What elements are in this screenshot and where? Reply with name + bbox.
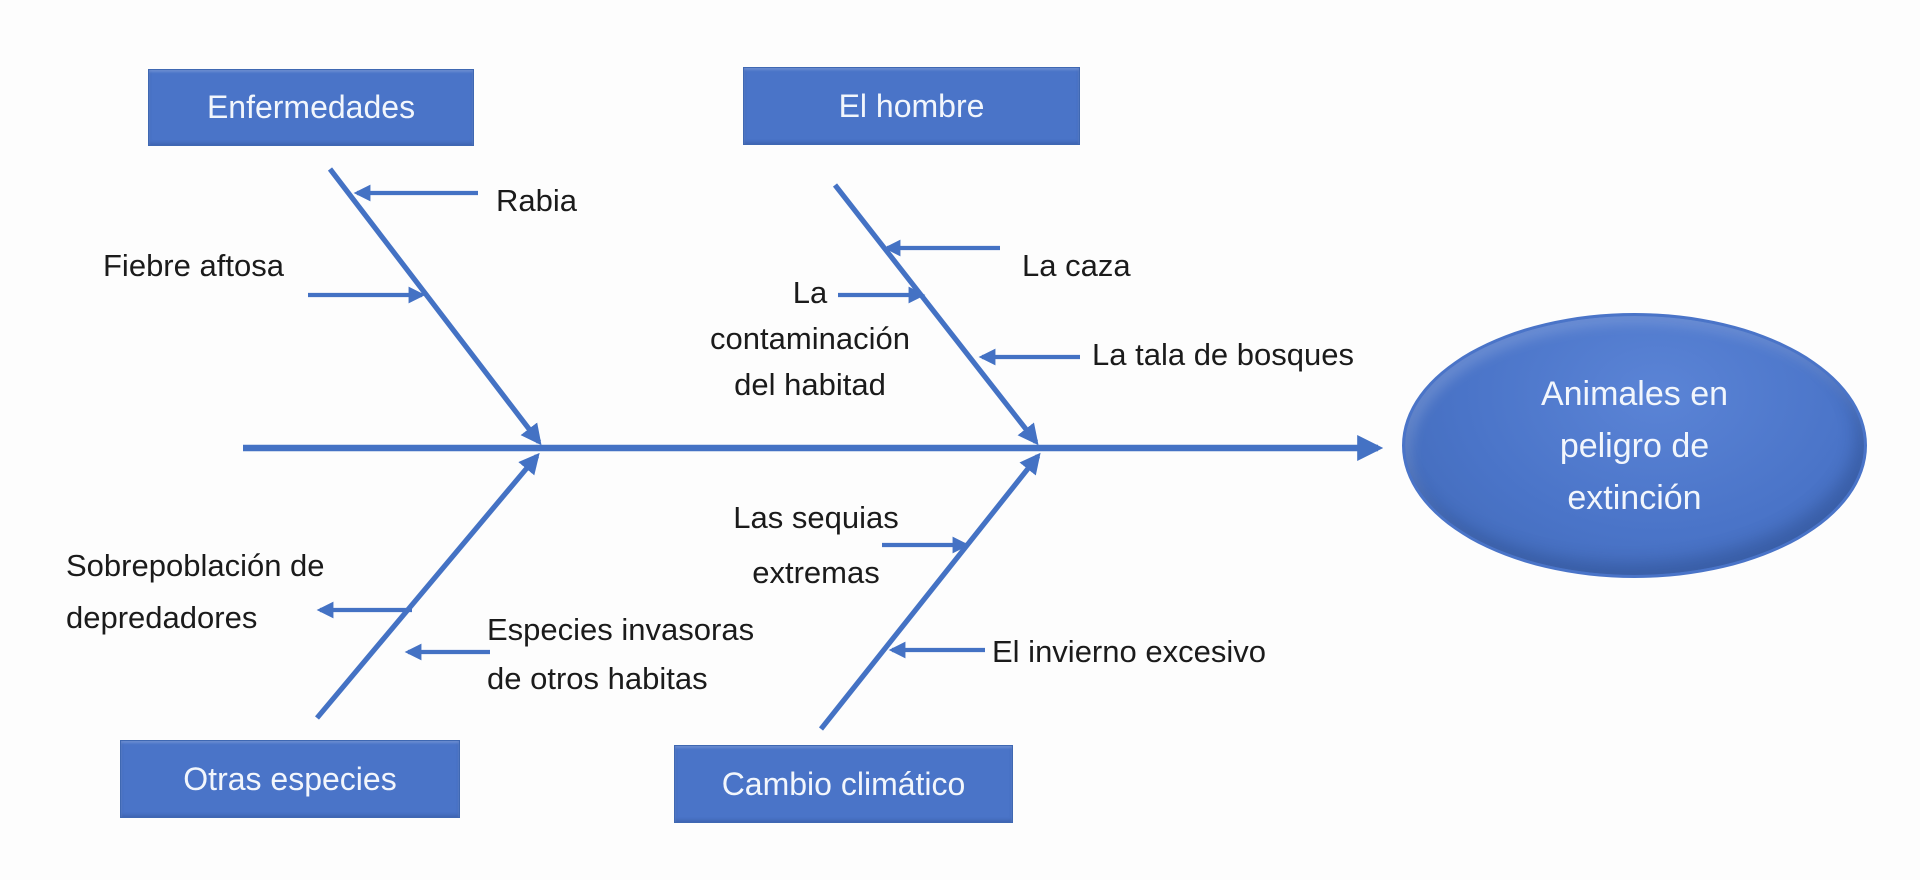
cause-especies-invasoras: Especies invasoras de otros habitas bbox=[487, 612, 755, 696]
category-box-cambio-climatico: Cambio climático bbox=[674, 745, 1013, 823]
cause-fiebre-aftosa: Fiebre aftosa bbox=[103, 248, 284, 283]
effect-ellipse: Animales en peligro de extinción bbox=[1402, 313, 1867, 578]
bone-otras-especies bbox=[315, 452, 540, 720]
cause-la-caza: La caza bbox=[1022, 248, 1131, 283]
effect-label: Animales en peligro de extinción bbox=[1540, 374, 1729, 517]
bone-cambio-climatico bbox=[818, 452, 1041, 731]
category-label-el-hombre: El hombre bbox=[838, 87, 985, 124]
bone-enfermedades bbox=[327, 167, 542, 446]
category-box-enfermedades: Enfermedades bbox=[148, 69, 474, 146]
cause-tala-bosques: La tala de bosques bbox=[1092, 337, 1354, 372]
category-label-enfermedades: Enfermedades bbox=[206, 89, 416, 125]
cause-sobrepoblacion: Sobrepoblación de depredadores bbox=[66, 548, 325, 635]
category-label-cambio-climatico: Cambio climático bbox=[721, 765, 966, 802]
cause-rabia: Rabia bbox=[496, 183, 577, 218]
cause-invierno: El invierno excesivo bbox=[992, 634, 1266, 669]
category-box-otras-especies: Otras especies bbox=[120, 740, 460, 818]
cause-sequias: Las sequias extremas bbox=[733, 500, 899, 590]
bone-el-hombre bbox=[832, 183, 1039, 446]
category-box-el-hombre: El hombre bbox=[743, 67, 1080, 145]
category-label-otras-especies: Otras especies bbox=[183, 760, 397, 797]
cause-contaminacion: La contaminación del habitad bbox=[710, 275, 910, 402]
